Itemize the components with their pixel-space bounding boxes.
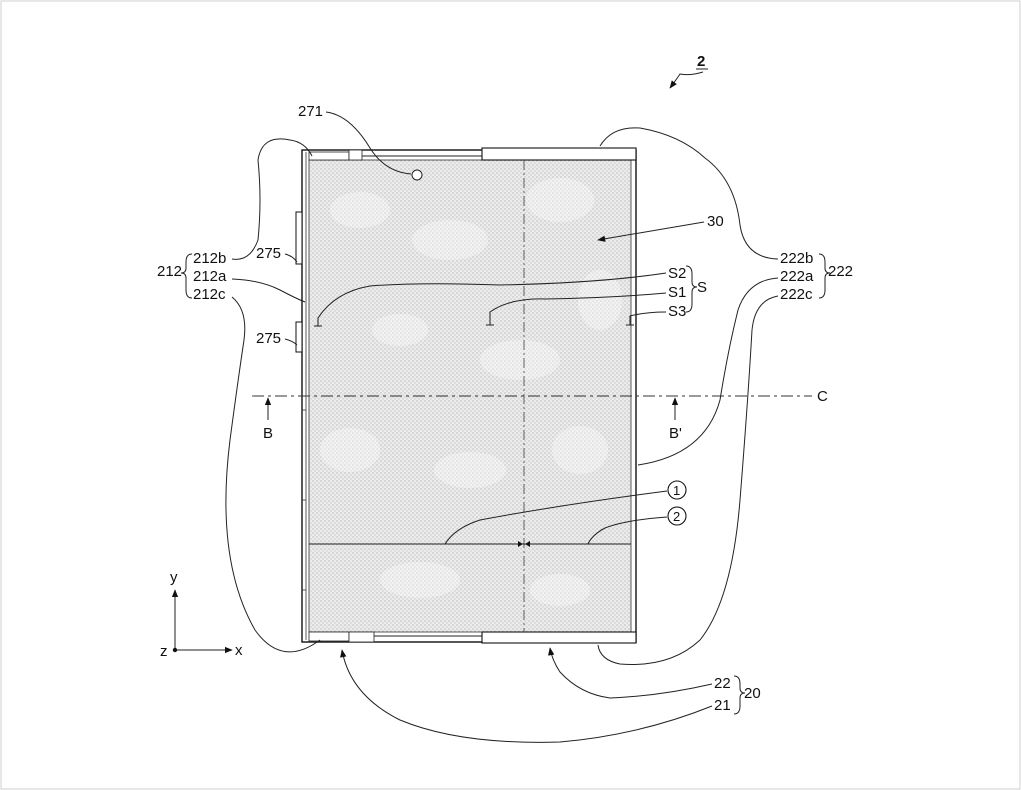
label-222a: 222a [780,268,814,285]
label-212b: 212b [193,250,226,267]
figure-number-arrow [669,71,704,89]
bottom-right-cover [481,631,637,644]
label-circle-2: 2 [673,509,680,524]
leader-21 [340,649,713,743]
leader-222c [597,295,779,665]
bottom-left-rail [308,631,350,642]
label-b-prime: B' [669,425,682,442]
label-b: B [263,425,273,442]
bottom-left-hinge [348,631,375,643]
leader-222a [637,277,779,466]
top-left-rail [308,151,350,161]
label-222b: 222b [780,250,813,267]
label-20: 20 [744,685,761,702]
camera-hole [411,169,423,181]
leader-circle-2 [587,516,668,545]
label-s: S [697,279,707,296]
leader-212b [231,138,313,260]
circle-1 [667,480,687,500]
axis-z-origin [172,647,178,653]
leader-275-lower [284,338,298,346]
leader-circle-1 [444,490,668,545]
reference-arrows [518,541,530,547]
label-22: 22 [714,675,731,692]
leader-s1 [486,292,667,326]
leader-30 [597,221,705,242]
top-right-cover [481,147,637,161]
label-275-upper: 275 [256,245,281,262]
label-axis-x: x [235,642,243,659]
leader-271 [325,111,412,175]
brace-212 [180,253,193,299]
brace-20 [733,675,746,715]
circle-2 [667,506,687,526]
display-texture [320,178,622,606]
label-30: 30 [707,213,724,230]
label-circle-1: 1 [673,483,680,498]
label-275-lower: 275 [256,330,281,347]
label-222: 222 [828,263,853,280]
label-212c: 212c [193,286,226,303]
label-s1: S1 [668,284,686,301]
label-212: 212 [157,263,182,280]
label-s3: S3 [668,303,686,320]
label-212a: 212a [193,268,227,285]
label-axis-y: y [170,569,178,586]
figure-number: 2 [697,53,705,70]
label-axis-z: z [160,643,168,660]
top-left-hinge [348,149,363,161]
label-c: C [817,388,828,405]
axis-indicator: y x z [160,569,243,660]
side-button-upper [295,211,303,265]
leader-22 [548,647,713,699]
label-271: 271 [298,103,323,120]
leader-222b [599,127,779,260]
side-button-lower [295,321,303,353]
leader-s3 [626,311,667,326]
label-21: 21 [714,697,731,714]
device-body [295,147,637,644]
label-222c: 222c [780,286,813,303]
brace-s [685,265,698,313]
leader-275-upper [284,253,298,263]
leader-s2 [314,272,667,327]
brace-222 [818,253,831,299]
leader-212c [225,296,321,653]
label-s2: S2 [668,265,686,282]
leader-212a [231,278,306,303]
